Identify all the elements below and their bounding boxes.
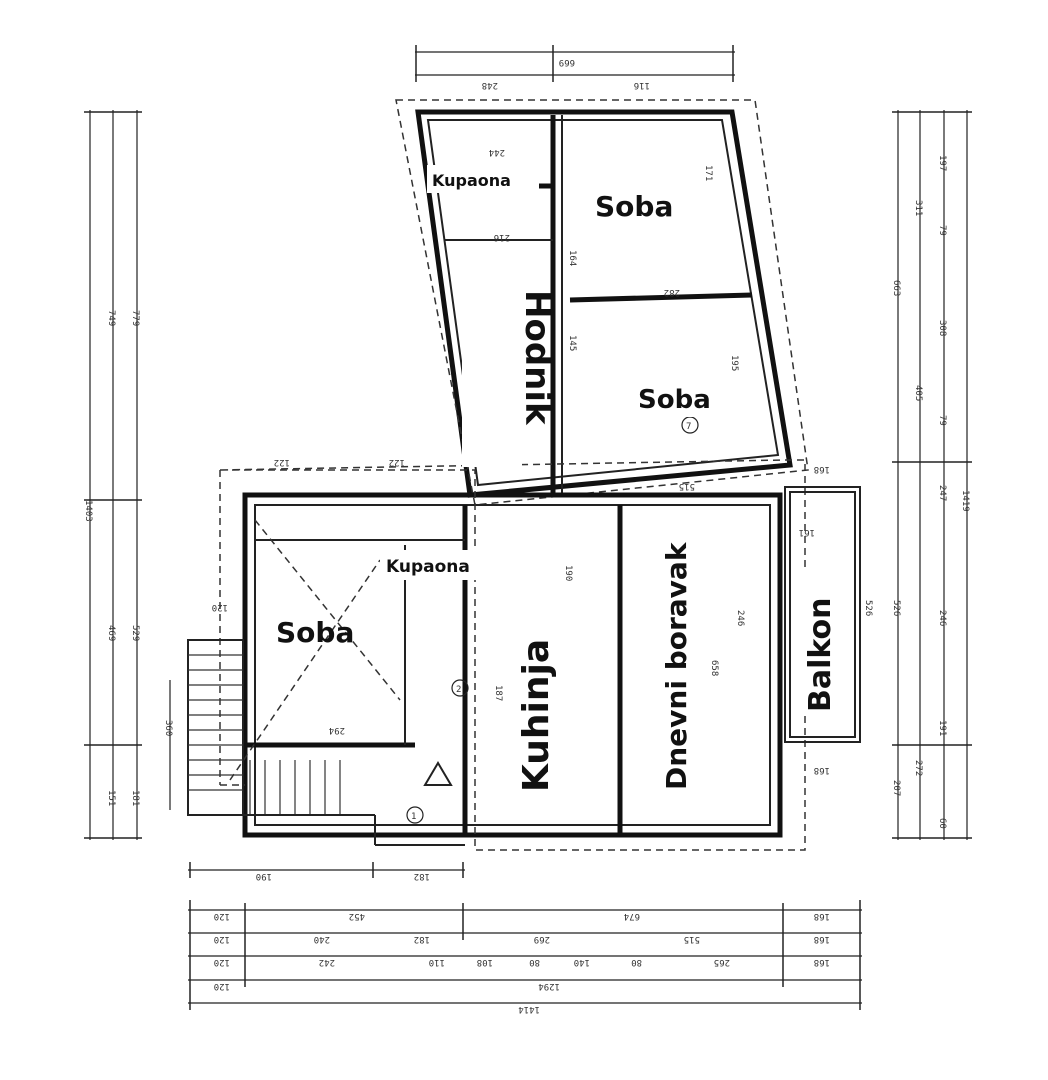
stairs	[187, 639, 465, 846]
dim-row1-674: 674	[624, 911, 640, 921]
dim-row3-242: 242	[319, 957, 335, 967]
dim-right-272: 272	[913, 760, 923, 776]
dim-int-145: 145	[567, 335, 577, 351]
dim-row1-120: 120	[214, 911, 230, 921]
dim-int-294: 294	[329, 725, 345, 735]
dim-int-244: 244	[489, 147, 505, 157]
dim-row5-1414: 1414	[518, 1004, 540, 1014]
dim-int-246: 246	[735, 610, 745, 626]
dim-int-122b: 122	[389, 457, 405, 467]
room-label-hodnik: Hodnik	[517, 290, 557, 426]
dim-int-187: 187	[493, 685, 503, 701]
room-label-balkon: Balkon	[803, 597, 838, 712]
right-dimension-lines	[892, 110, 972, 840]
room-label-kupaona-top: Kupaona	[432, 171, 511, 190]
dim-left-360: 360	[163, 720, 173, 736]
dim-row2-240: 240	[314, 934, 330, 944]
dim-int-171: 171	[703, 165, 713, 181]
dim-row2-182: 182	[414, 934, 430, 944]
room-label-soba-top: Soba	[595, 190, 673, 223]
dim-row2-515: 515	[684, 934, 700, 944]
dim-row2-120: 120	[214, 934, 230, 944]
dim-int-526: 526	[863, 600, 873, 616]
dim-right-405: 405	[913, 385, 923, 401]
dim-left-529: 529	[130, 625, 140, 641]
dim-int-216: 216	[494, 232, 510, 242]
room-label-kuhinja: Kuhinja	[516, 639, 557, 792]
dim-right-60: 60	[937, 818, 947, 829]
dim-right-79a: 79	[937, 225, 947, 236]
dim-row1-168: 168	[814, 911, 830, 921]
dim-int-282: 282	[664, 287, 680, 297]
dim-int-120: 120	[212, 602, 228, 612]
dim-int-168b: 168	[814, 765, 830, 775]
dim-int-515: 515	[679, 481, 695, 491]
svg-text:7: 7	[686, 422, 691, 432]
lower-block-walls	[219, 459, 806, 851]
upper-wing-walls	[395, 99, 809, 506]
room-label-soba-middle: Soba	[638, 385, 711, 415]
dim-row3-140: 140	[574, 957, 590, 967]
dim-int-164: 164	[567, 250, 577, 266]
dim-row4-120: 120	[214, 981, 230, 991]
dim-right-311: 311	[913, 200, 923, 216]
dim-left-749: 749	[106, 310, 116, 326]
dim-row3-108: 108	[477, 957, 493, 967]
dim-top-116: 116	[634, 80, 650, 90]
marker-2: 2	[451, 679, 469, 697]
dim-row2-269: 269	[534, 934, 550, 944]
dim-row3-110: 110	[429, 957, 445, 967]
svg-text:1: 1	[411, 812, 416, 822]
dim-left-1403: 1403	[83, 500, 93, 522]
bottom-dimension-lines	[188, 862, 862, 1010]
dim-right-197: 197	[937, 155, 947, 171]
dim-int-190: 190	[563, 565, 573, 581]
dim-right-247: 247	[937, 485, 947, 501]
dim-right-1419: 1419	[960, 490, 970, 512]
left-dimension-lines	[84, 110, 142, 840]
room-label-soba-left: Soba	[276, 616, 354, 649]
dim-bottom-190: 190	[256, 871, 272, 881]
dim-right-79b: 79	[937, 415, 947, 426]
dim-right-308: 308	[937, 320, 947, 336]
dim-row4-1294: 1294	[538, 981, 560, 991]
dim-left-151: 151	[106, 790, 116, 806]
marker-7: 7	[681, 416, 699, 434]
dim-left-181: 181	[130, 790, 140, 806]
dim-int-161: 161	[799, 527, 815, 537]
dim-row1-452: 452	[349, 911, 365, 921]
dim-int-168a: 168	[814, 464, 830, 474]
dim-left-779: 779	[130, 310, 140, 326]
balkon-outline	[784, 486, 861, 743]
room-label-dnevni-boravak: Dnevni boravak	[660, 541, 693, 790]
dim-bottom-182: 182	[414, 871, 430, 881]
dim-int-658: 658	[709, 660, 719, 676]
dim-row3-80a: 80	[529, 957, 540, 967]
svg-text:2: 2	[456, 685, 461, 695]
dim-right-526: 526	[891, 600, 901, 616]
marker-1: 1	[406, 806, 424, 824]
dim-row3-120: 120	[214, 957, 230, 967]
dim-int-195: 195	[729, 355, 739, 371]
dim-right-663: 663	[891, 280, 901, 296]
dim-row3-80b: 80	[631, 957, 642, 967]
dim-int-122a: 122	[274, 457, 290, 467]
dim-top-669: 669	[559, 57, 575, 67]
room-label-kupaona-lower: Kupaona	[386, 557, 470, 577]
dim-right-246: 246	[937, 610, 947, 626]
top-dimension-lines	[415, 45, 735, 82]
dim-row2-168: 168	[814, 934, 830, 944]
dim-right-207: 207	[891, 780, 901, 796]
dim-top-248: 248	[482, 80, 498, 90]
dim-row3-168: 168	[814, 957, 830, 967]
dim-right-191: 191	[937, 720, 947, 736]
dim-left-469: 469	[106, 625, 116, 641]
dim-row3-265: 265	[714, 957, 730, 967]
